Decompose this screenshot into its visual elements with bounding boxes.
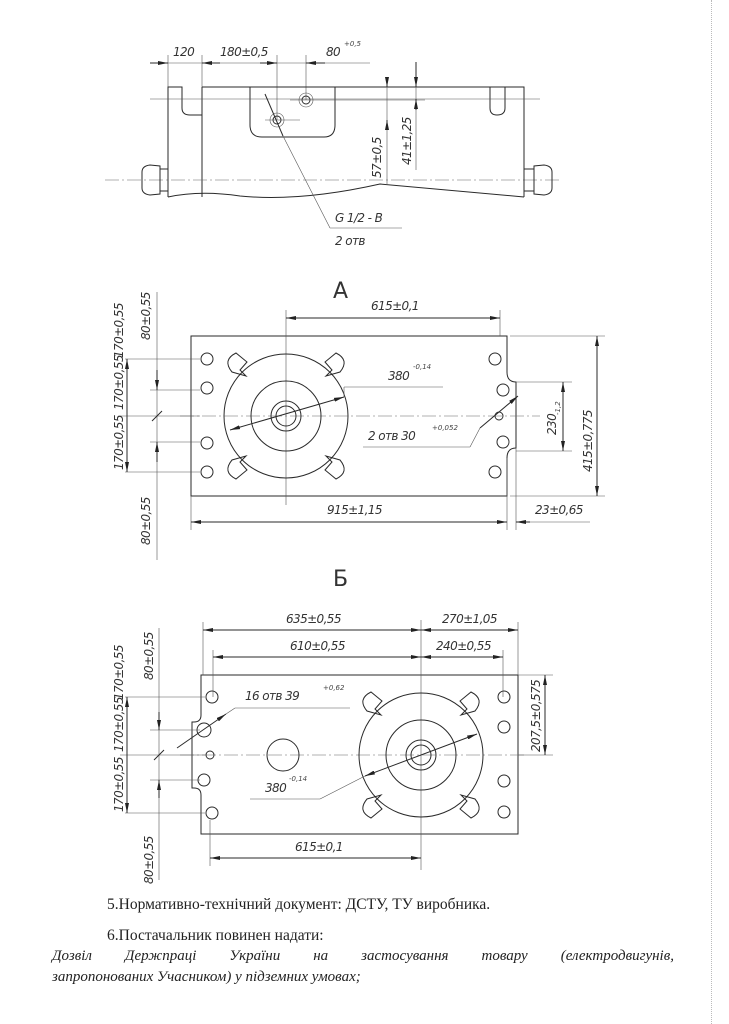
dim-380-a-tol: -0,14 [413, 363, 431, 371]
item-5-normative-doc: 5.Нормативно-технічний документ: ДСТУ, Т… [107, 896, 491, 913]
dim-left-b-4: 170±0,55 [112, 757, 126, 812]
dim-23: 23±0,65 [535, 503, 583, 517]
dim-left-b-3: 170±0,55 [112, 645, 126, 700]
dim-380-b-tol: -0,14 [289, 775, 307, 783]
dim-left-a-5: 80±0,55 [139, 497, 153, 545]
view-b: Б 635±0,55 270±1,05 610 [112, 567, 553, 884]
dim-left-b-1: 80±0,55 [142, 632, 156, 680]
dim-left-b-5: 80±0,55 [142, 836, 156, 884]
dim-270: 270±1,05 [442, 612, 497, 626]
view-a: А 615±0,1 915±1,15 23±0,65 [112, 279, 605, 560]
dim-left-a-2: 170±0,55 [112, 355, 126, 410]
mounting-holes-b [196, 690, 511, 820]
holes-b-spec: 16 отв 39 [245, 689, 299, 703]
item-6-supplier-must-provide: 6.Постачальник повинен надати: [107, 927, 324, 944]
dim-380-a: 380 [388, 369, 410, 383]
dim-41: 41±1,25 [400, 117, 414, 165]
dim-635: 635±0,55 [286, 612, 341, 626]
holes-a-tol: +0,052 [432, 424, 458, 432]
holes-b-tol: +0,62 [323, 684, 345, 692]
dim-915: 915±1,15 [327, 503, 382, 517]
dim-610: 610±0,55 [290, 639, 345, 653]
dim-left-a-4: 170±0,55 [112, 415, 126, 470]
scan-artifact-line [711, 0, 712, 1024]
dim-380-b: 380 [265, 781, 287, 795]
dim-left-a-3: 170±0,55 [112, 303, 126, 358]
dim-57: 57±0,5 [370, 137, 384, 178]
dim-415: 415±0,775 [581, 410, 595, 472]
requirement-line-1: Дозвіл Держпраці України на застосування… [52, 948, 674, 964]
dim-80: 80 [326, 45, 341, 59]
dim-240: 240±0,55 [436, 639, 491, 653]
dim-left-b-2: 170±0,55 [112, 697, 126, 752]
dim-615-b: 615±0,1 [295, 840, 343, 854]
holes-a-spec: 2 отв 30 [368, 429, 416, 443]
dim-615: 615±0,1 [371, 299, 419, 313]
dim-230: 230 [545, 413, 559, 435]
dim-left-a-1: 80±0,55 [139, 292, 153, 340]
dim-120: 120 [173, 45, 195, 59]
requirement-line-2: запропонованих Учасником) у підземних ум… [52, 969, 361, 985]
thread-count: 2 отв [335, 234, 365, 248]
dim-207: 207,5±0,575 [529, 680, 543, 752]
side-view: 120 180±0,5 80 +0,5 57±0,5 41±1,25 G 1/2… [105, 40, 560, 248]
view-a-label: А [333, 279, 348, 304]
mounting-holes-a [200, 352, 510, 479]
dim-180: 180±0,5 [220, 45, 268, 59]
dim-80-tol: +0,5 [344, 40, 362, 48]
thread-spec: G 1/2 - B [335, 211, 383, 225]
dim-230-tol: -1,2 [554, 401, 562, 415]
view-b-label: Б [333, 567, 348, 592]
